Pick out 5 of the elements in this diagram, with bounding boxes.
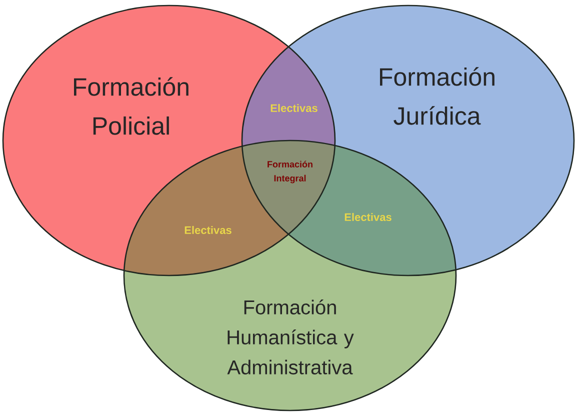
region-label: Electivas — [344, 212, 392, 222]
region-label: Electivas — [270, 104, 318, 112]
region-label: Formación Integral — [268, 160, 312, 184]
region-label: Electivas — [184, 226, 232, 234]
node-label: Formación Humanística y Administrativa — [227, 300, 354, 374]
